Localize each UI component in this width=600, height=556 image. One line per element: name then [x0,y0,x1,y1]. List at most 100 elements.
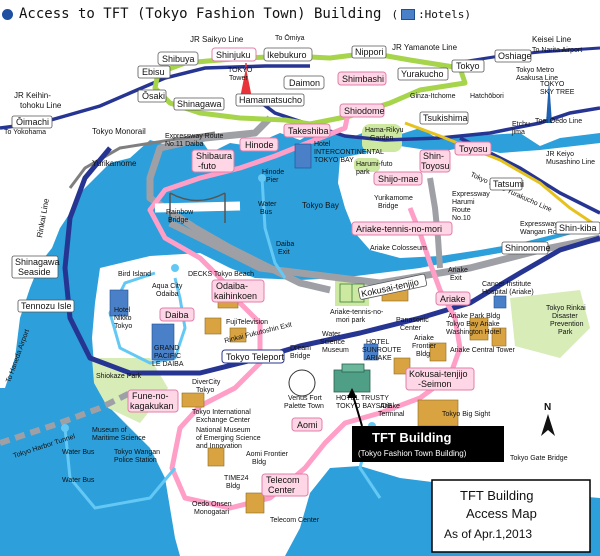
hotel-buildings [109,143,507,361]
station-ginza-itchome: Ginza-Itchome [410,93,456,100]
label-tokyo-monorail: Tokyo Monorail [92,127,146,136]
ferris-wheel-icon [288,369,316,397]
skytree-icon [546,80,552,123]
station-shinagawa: Shinagawa [177,99,222,109]
place-water-bus-4: Water Bus [62,477,95,484]
place-sunroute-2: SUNROUTE [362,347,402,354]
place-hinode-pier-2: Pier [266,177,279,184]
place-exp-harumi-4: No.10 [452,215,471,222]
place-panasonic-1: Panasonic [396,317,429,324]
station-odaiba-2: kaihinkoen [214,291,257,301]
place-science-museum-1: Water [322,331,341,338]
compass-arrow-icon [541,414,555,436]
place-tfs-3: Bldg [416,351,430,358]
station-shimbashi: Shimbashi [342,74,384,84]
place-bird-island: Bird Island [118,271,151,278]
place-aqua-city-1: Aqua City [152,283,183,290]
place-ariake-exit-2: Exit [450,275,462,282]
station-telecom-2: Center [268,485,295,495]
title-line3: As of Apr.1,2013 [444,527,532,541]
place-water-bus-2: Bus [260,209,273,216]
place-tennis-park-1: Ariake-tennis-no- [330,309,384,316]
label-jr-keihin-1: JR Keihin- [14,91,51,100]
place-skytree-1: TOKYO [540,81,565,88]
place-hotel-ic-1: Hotel [314,141,331,148]
label-jr-saikyo: JR Saikyo Line [190,35,244,44]
place-decks: DECKS Tokyo Beach [188,271,254,278]
label-jr-keihin-2: tohoku Line [20,101,62,110]
station-fune-1: Fune-no- [132,391,169,401]
place-ariake-colosseum: Ariake Colosseum [370,245,427,252]
place-fuji-tv: FujiTelevision [226,319,268,326]
place-tfs-2: Frontier [412,343,437,350]
place-ariake-park-2: Tokyo Bay Ariake [446,321,500,328]
place-hotel-ic-2: INTERCONTINENTAL [314,149,384,156]
place-rainbow-bridge-2: Bridge [168,217,188,224]
place-museum-2: of Emerging Science [196,435,261,442]
map-heading: Access to TFT (Tokyo Fashion Town) Build… [19,6,382,22]
yurikamome-line [147,103,463,511]
station-etchujima-1: Etchu [512,121,530,128]
place-hotel-nikko-1: Hotel [114,307,131,314]
harumi-futo-park [354,158,380,172]
station-daiba: Daiba [165,310,189,320]
place-aqua-city-2: Odaiba [156,291,179,298]
station-kokusai-2: -Seimon [418,379,452,389]
station-kokusai-1: Kokusai-tenjijo [409,369,468,379]
water-bus-route-2 [63,427,177,510]
compass-north-label: N [544,402,551,413]
station-tatsumi: Tatsumi [493,179,524,189]
place-daiba-exit-2: Exit [278,249,290,256]
place-tennis-park-2: mori park [336,317,366,324]
place-hama-rikyu-2: Garden [370,135,393,142]
jr-line-south [253,96,600,142]
place-ariake-terminal-1: Ariake [380,403,400,410]
station-shibuya: Shibuya [162,54,195,64]
station-shin-toyosu-2: Toyosu [421,161,450,171]
station-tsukishima: Tsukishima [423,113,468,123]
station-aomi: Aomi [297,420,318,430]
tft-subtitle: (Tokyo Fashion Town Building) [358,449,467,458]
bullet-icon [2,8,13,20]
place-ariake-terminal-2: Terminal [378,411,405,418]
place-rainbow-bridge-1: Rainbow [166,209,194,216]
place-labels: TOKYO Tower TOKYO SKY TREE Hama-Rikyu Ga… [62,67,586,524]
place-aomi-frontier-1: Aomi Frontier [246,451,289,458]
station-yurakucho: Yurakucho [401,69,444,79]
label-expressway-wangan-2: Wangan Route [520,229,567,236]
place-rinkai-park-3: Prevention [550,321,584,328]
place-sunroute-1: HOTEL [366,339,389,346]
title-line2: Access Map [466,506,537,521]
place-sunroute-3: ARIAKE [366,355,392,362]
place-ariake-exit-1: Ariake [448,267,468,274]
place-aomi-frontier-2: Bldg [252,459,266,466]
label-metro-asakusa-1: Tokyo Metro [516,67,554,74]
label-jr-keiyo-1: JR Keiyo [546,151,574,158]
rinkai-line [62,146,600,376]
label-expressway-11-2: No.11 Daiba [165,141,204,148]
place-divercity-2: Tokyo [196,387,214,394]
place-panasonic-2: Center [400,325,422,332]
expressway-harbor-tunnel [0,390,132,446]
map-header: Access to TFT (Tokyo Fashion Town) Build… [0,0,600,28]
tokyo-tower-icon [240,63,252,98]
place-harumi-futo-2: park [356,169,370,176]
place-skytree-2: SKY TREE [540,89,575,96]
legend-open: ( [391,7,399,21]
place-oedo-onsen-2: Monogatari [194,509,229,516]
label-to-yokohama: To Yokohama [4,129,46,136]
station-telecom-1: Telecom [266,475,300,485]
place-dream-bridge-1: Dream [290,345,311,352]
station-ebisu: Ebisu [142,67,165,77]
place-exp-harumi-1: Expressway [452,191,490,198]
place-rinkai-park-2: Disaster [552,313,578,320]
label-expressway-wangan-1: Expressway [520,221,558,228]
tft-building-icon [333,363,371,393]
station-nippori: Nippori [355,47,384,57]
place-hotel-nikko-3: Tokyo [114,323,132,330]
station-fune-2: kagakukan [130,401,174,411]
hotel-icon [401,8,416,20]
tft-callout: TFT Building (Tokyo Fashion Town Buildin… [347,388,504,462]
label-metro-asakusa-2: Asakusa Line [516,75,558,82]
station-ariake: Ariake [440,294,466,304]
